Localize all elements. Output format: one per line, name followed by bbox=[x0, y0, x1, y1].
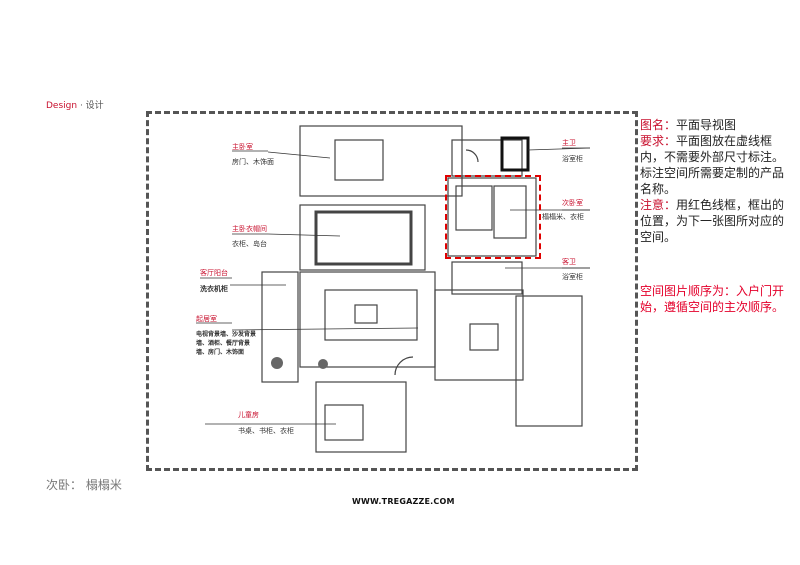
note-value: 用红色线框，框出的位置，为下一张图所对应的空间。 bbox=[640, 198, 785, 244]
second-bedroom-room bbox=[447, 177, 537, 257]
kids-bed bbox=[324, 404, 364, 441]
note-label: 注意： bbox=[640, 198, 677, 212]
master-bed bbox=[334, 139, 384, 181]
plant-icon bbox=[318, 359, 328, 369]
instructions-panel: 图名：平面导视图 要求：平面图放在虚线框内，不需要外部尺寸标注。标注空间所需要定… bbox=[640, 117, 790, 245]
leader-master-bedroom bbox=[267, 151, 331, 159]
wardrobe bbox=[493, 185, 527, 239]
footer-url: WWW.TREGAZZE.COM bbox=[352, 497, 455, 506]
closet-cabinets bbox=[314, 210, 413, 266]
tatami bbox=[455, 185, 493, 231]
master-bath-title: 主卫 bbox=[562, 139, 576, 147]
highlight-frame bbox=[445, 175, 541, 259]
master-closet-title: 主卧衣帽间 bbox=[232, 225, 267, 233]
brand-label: Design · 设计 bbox=[46, 98, 104, 111]
leader-living bbox=[231, 327, 419, 331]
dining-table bbox=[469, 323, 499, 351]
kids-room bbox=[315, 381, 407, 453]
order-note: 空间图片顺序为：入户门开始，遵循空间的主次顺序。 bbox=[640, 284, 785, 314]
master-closet-desc: 衣柜、岛台 bbox=[232, 240, 267, 248]
guest-bath-desc: 浴室柜 bbox=[562, 273, 583, 281]
second-bedroom-title: 次卧室 bbox=[562, 199, 583, 207]
plant-icon bbox=[271, 357, 283, 369]
master-bath-desc: 浴室柜 bbox=[562, 155, 583, 163]
master-bedroom-title: 主卧室 bbox=[232, 143, 253, 151]
leader-closet bbox=[267, 233, 341, 237]
kitchen-room bbox=[515, 295, 583, 427]
balcony-desc: 洗衣机柜 bbox=[200, 285, 228, 293]
master-bedroom-room bbox=[299, 125, 463, 197]
balcony-title: 客厅阳台 bbox=[200, 269, 228, 277]
guest-bath-room bbox=[451, 261, 523, 295]
master-closet-room bbox=[299, 204, 426, 271]
master-bedroom-desc: 房门、木饰面 bbox=[232, 158, 274, 166]
plan-dashed-frame bbox=[146, 111, 638, 471]
master-bath-cabinet bbox=[500, 136, 530, 172]
req-value: 平面图放在虚线框内，不需要外部尺寸标注。标注空间所需要定制的产品名称。 bbox=[640, 134, 785, 196]
second-bedroom-desc: 榻榻米、衣柜 bbox=[542, 213, 584, 221]
brand-subtitle: · 设计 bbox=[79, 101, 104, 111]
living-title: 起居室 bbox=[196, 315, 217, 323]
kids-room-desc: 书桌、书柜、衣柜 bbox=[238, 427, 294, 435]
coffee-table bbox=[354, 304, 378, 324]
living-balcony-room bbox=[261, 271, 299, 383]
name-value: 平面导视图 bbox=[676, 118, 737, 132]
kids-room-title: 儿童房 bbox=[238, 411, 259, 419]
name-label: 图名： bbox=[640, 118, 677, 132]
dining-area bbox=[434, 289, 524, 381]
brand-title: Design bbox=[46, 101, 78, 111]
req-label: 要求： bbox=[640, 134, 677, 148]
guest-bath-title: 客卫 bbox=[562, 258, 576, 266]
living-room bbox=[299, 271, 436, 368]
image-caption: 次卧： 榻榻米 bbox=[46, 478, 122, 492]
sofa-set bbox=[324, 289, 418, 341]
living-desc: 电视背景墙、沙发背景墙、酒柜、餐厅背景墙、房门、木饰面 bbox=[196, 331, 257, 356]
